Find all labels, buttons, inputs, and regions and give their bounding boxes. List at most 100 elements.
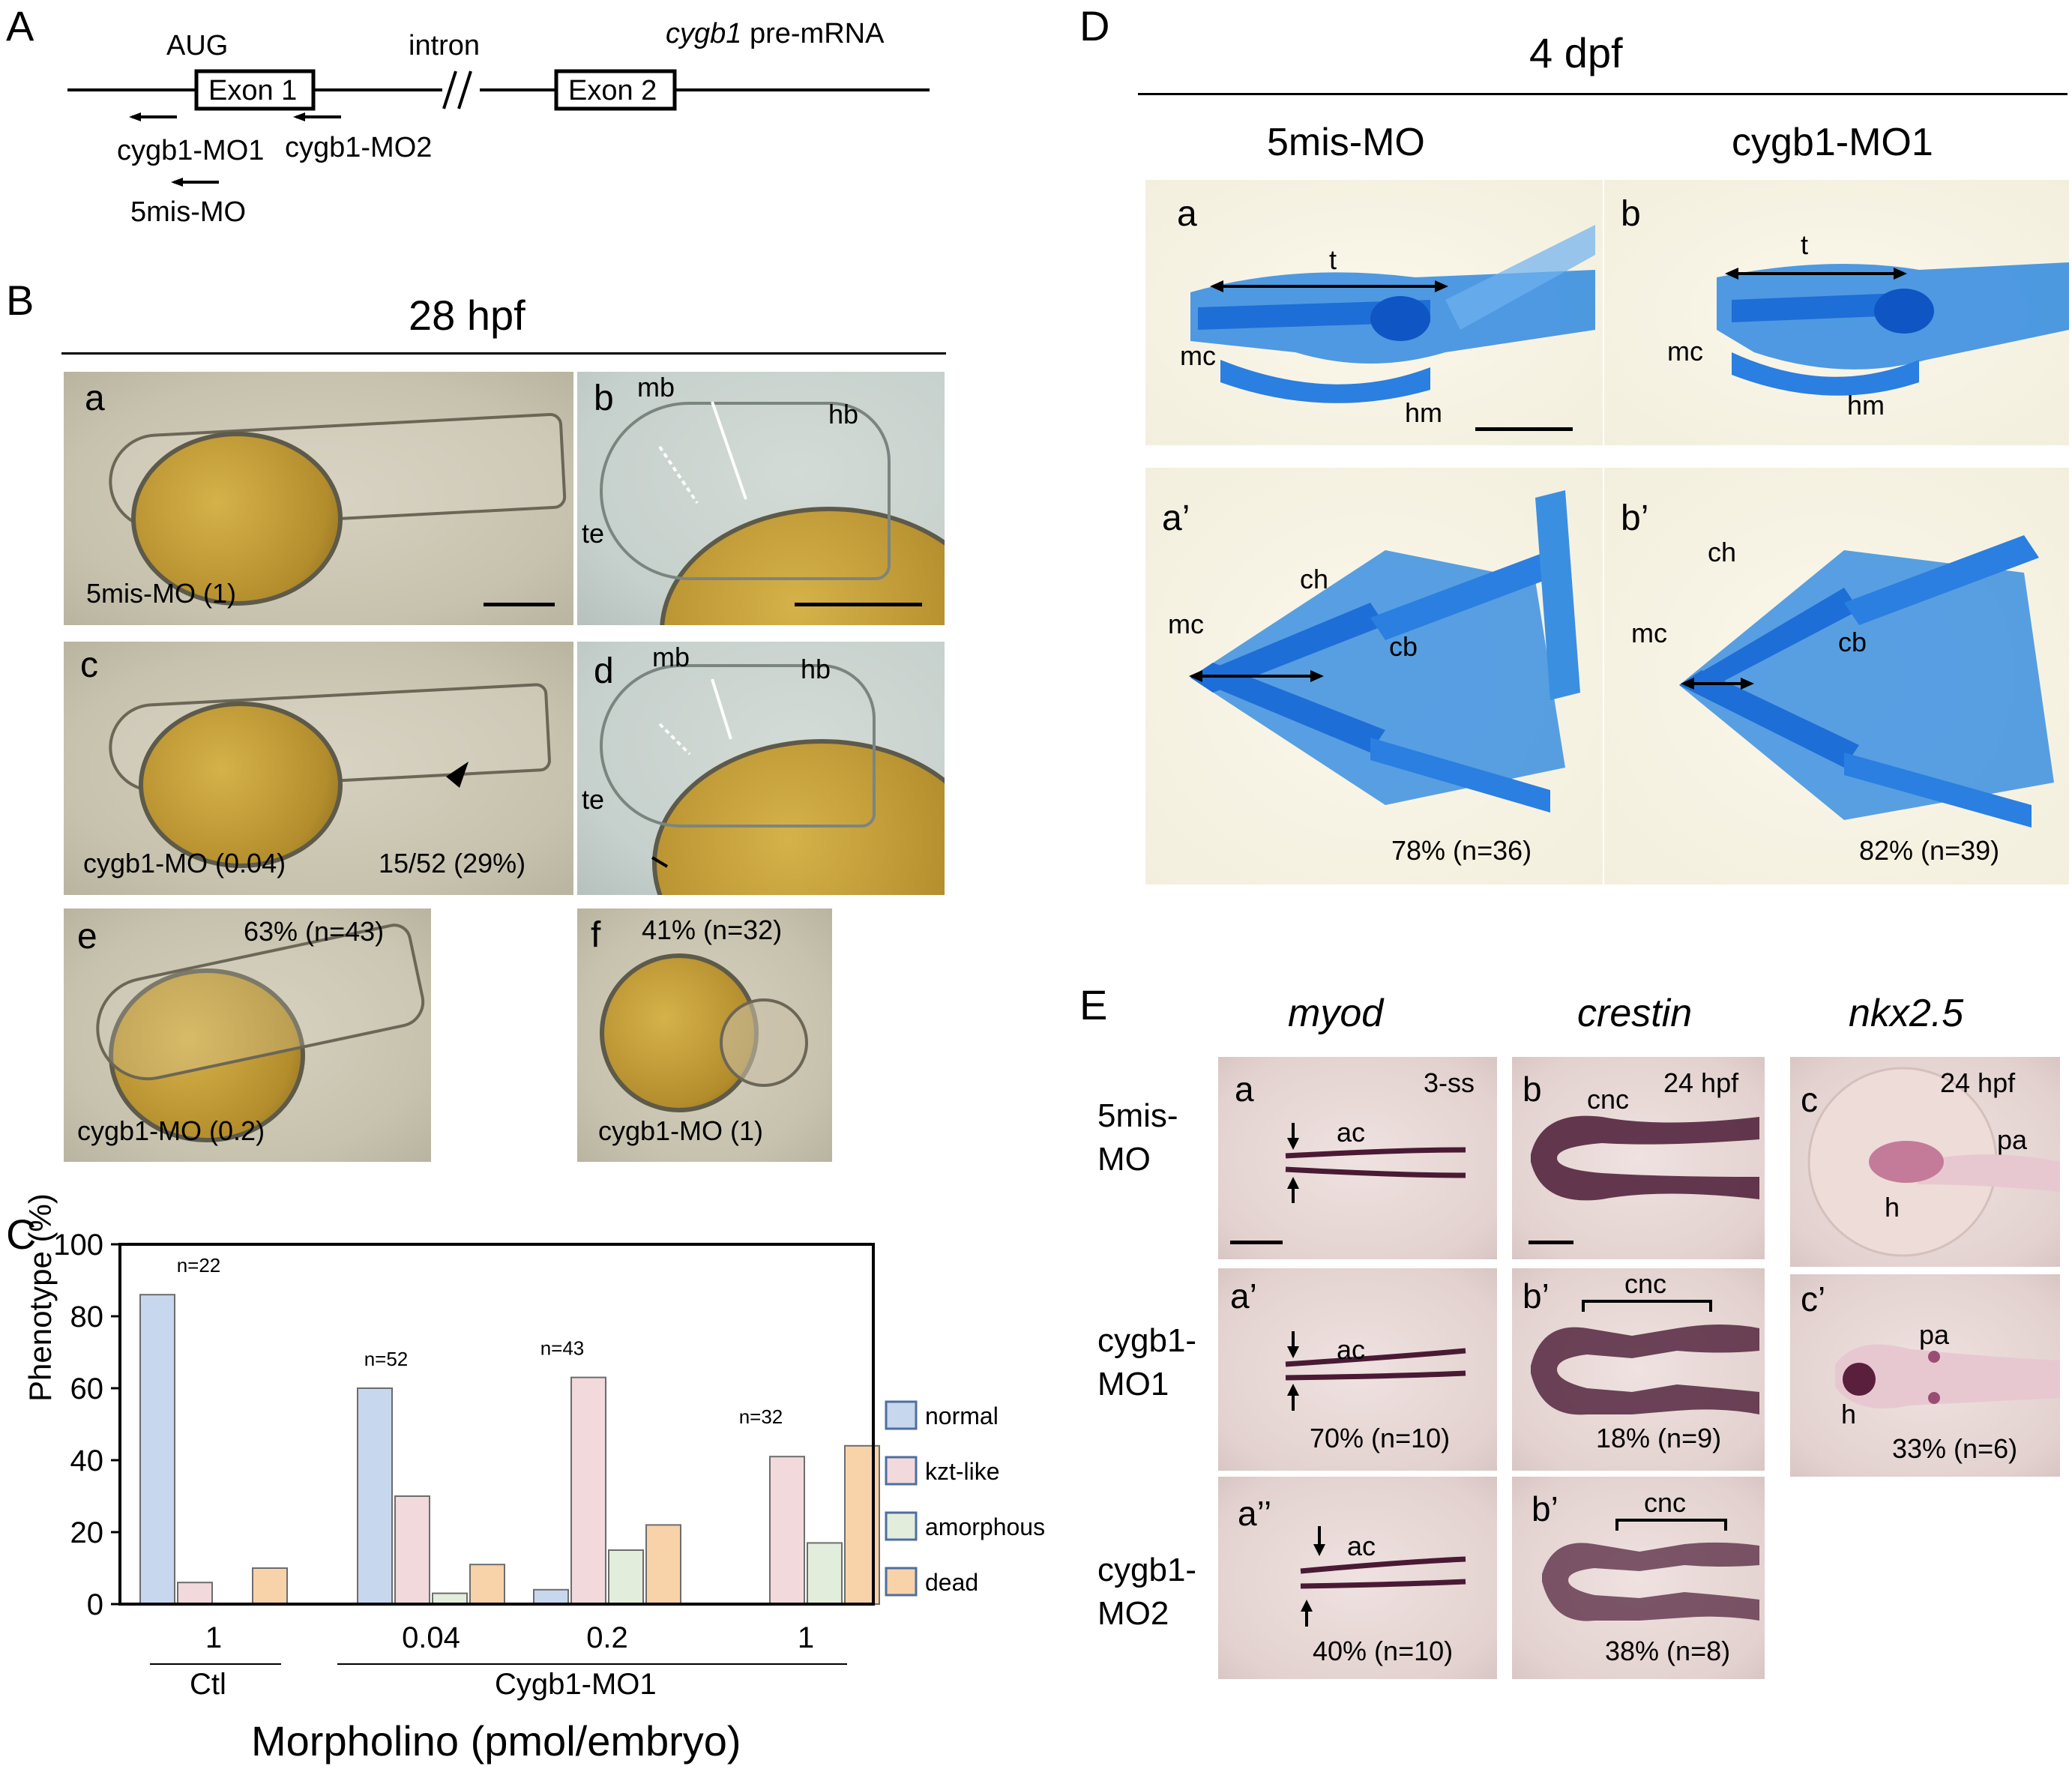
intron-break-1: [442, 70, 457, 109]
gene-diagram: [67, 69, 930, 187]
photo-b-e: e 63% (n=43) cygb1-MO (0.2): [64, 908, 431, 1162]
scale-bar: [795, 603, 922, 606]
pct-e-a3: 40% (n=10): [1313, 1636, 1454, 1666]
panel-d-rule: [1138, 93, 2068, 95]
row-mo1: cygb1- MO1: [1097, 1322, 1197, 1402]
row-mo2: cygb1- MO2: [1097, 1552, 1197, 1632]
panel-c-label: C: [6, 1211, 37, 1258]
gene-nkx: nkx2.5: [1849, 992, 1964, 1035]
caption-b-f: cygb1-MO (1): [598, 1115, 764, 1146]
photo-e-a2: a’ ac 70% (n=10): [1218, 1268, 1497, 1471]
row-5mis: 5mis- MO: [1097, 1097, 1178, 1178]
photo-e-c: c 24 hpf pa h: [1790, 1057, 2060, 1267]
bar-kzt-like-1: [394, 1495, 430, 1605]
col-mo1: cygb1-MO1: [1732, 121, 1933, 164]
pct-e-b3: 38% (n=8): [1605, 1636, 1731, 1666]
photo-e-b3: b’ cnc 38% (n=8): [1512, 1477, 1765, 1679]
x-tick-label: 1: [205, 1621, 222, 1654]
bar-kzt-like-2: [570, 1376, 606, 1605]
mo2-label: cygb1-MO2: [285, 132, 433, 163]
photo-e-c2: c’ pa h 33% (n=6): [1790, 1274, 2060, 1477]
gene-crestin: crestin: [1577, 992, 1693, 1035]
caption-b-c: cygb1-MO (0.04): [83, 848, 286, 879]
legend-swatch-dead: [885, 1567, 918, 1597]
pct-e-a2: 70% (n=10): [1310, 1423, 1451, 1453]
ratio-b-c: 15/52 (29%): [379, 848, 526, 879]
pct-b-f: 41% (n=32): [642, 914, 783, 945]
caption-b-e: cygb1-MO (0.2): [77, 1115, 265, 1146]
n-label: n=22: [177, 1254, 221, 1277]
legend-label-dead: dead: [925, 1569, 978, 1596]
n-label: n=32: [739, 1405, 783, 1428]
gene-title: cygb1 pre-mRNA: [666, 18, 885, 49]
x-tick-label: 0.04: [402, 1621, 460, 1654]
gene-myod: myod: [1288, 992, 1384, 1035]
photo-e-a: a 3-ss ac: [1218, 1057, 1497, 1259]
aug-label: AUG: [166, 30, 229, 61]
intron-label: intron: [409, 30, 481, 61]
bar-dead-1: [469, 1564, 505, 1606]
panel-a-label: A: [6, 2, 34, 49]
legend-swatch-amorphous: [885, 1511, 918, 1541]
pct-e-c2: 33% (n=6): [1892, 1433, 2018, 1464]
photo-d-a: a t mc hm: [1145, 180, 1603, 445]
photo-e-b: b cnc 24 hpf: [1512, 1057, 1765, 1259]
bar-kzt-like-3: [769, 1456, 805, 1606]
panel-d-title: 4 dpf: [1529, 29, 1623, 76]
pct-d-a2: 78% (n=36): [1391, 835, 1532, 866]
photo-d-b: b t mc hm: [1604, 180, 2069, 445]
bar-dead-2: [645, 1524, 681, 1605]
y-tick-label: 20: [70, 1516, 104, 1549]
bar-dead-0: [252, 1567, 288, 1605]
exon1-label: Exon 1: [208, 75, 298, 106]
panel-b-label: B: [6, 277, 34, 324]
bar-normal-2: [533, 1588, 569, 1605]
chart-xlabel: Morpholino (pmol/embryo): [251, 1717, 741, 1765]
photo-e-a3: a’’ ac 40% (n=10): [1218, 1477, 1497, 1679]
intron-break-2: [457, 70, 472, 109]
panel-e-label: E: [1079, 981, 1108, 1028]
chart-frame: [118, 1243, 875, 1606]
legend-swatch-kzt-like: [885, 1456, 918, 1486]
y-tick-label: 80: [70, 1301, 104, 1333]
y-tick-label: 100: [53, 1229, 103, 1262]
y-tick-label: 40: [70, 1444, 104, 1477]
photo-d-b2: b’ ch mc cb 82% (n=39): [1604, 468, 2069, 885]
photo-d-a2: a’ ch mc cb 78% (n=36): [1145, 468, 1603, 885]
mo1-label: cygb1-MO1: [117, 135, 265, 166]
scale-bar: [484, 603, 555, 606]
photo-e-b2: b’ cnc 18% (n=9): [1512, 1268, 1765, 1471]
mis-label: 5mis-MO: [130, 196, 247, 228]
bar-normal-1: [357, 1387, 393, 1605]
exon2-box: [554, 69, 677, 111]
group-ctl: Ctl: [190, 1668, 226, 1701]
legend-swatch-normal: [885, 1400, 918, 1430]
group-mo: Cygb1-MO1: [495, 1668, 657, 1701]
photo-b-d: d mb hb te: [577, 642, 945, 895]
legend-label-kzt-like: kzt-like: [925, 1458, 1000, 1485]
bar-amorphous-3: [807, 1542, 843, 1605]
panel-d-label: D: [1079, 2, 1110, 49]
legend-label-amorphous: amorphous: [925, 1513, 1045, 1540]
x-tick-label: 0.2: [586, 1621, 628, 1654]
y-tick-label: 60: [70, 1372, 104, 1405]
legend-label-normal: normal: [925, 1402, 999, 1429]
bar-normal-0: [139, 1294, 175, 1605]
photo-b-c: c cygb1-MO (0.04) 15/52 (29%): [64, 642, 573, 895]
caption-b-a: 5mis-MO (1): [86, 578, 236, 609]
bar-amorphous-1: [432, 1592, 468, 1605]
bar-kzt-like-0: [177, 1582, 213, 1606]
n-label: n=52: [364, 1348, 409, 1370]
pct-e-b2: 18% (n=9): [1596, 1423, 1722, 1453]
panel-b-rule: [61, 352, 946, 355]
chart-ylabel: Phenotype (%): [22, 1193, 58, 1402]
x-tick-label: 1: [798, 1621, 814, 1654]
pct-b-e: 63% (n=43): [244, 916, 385, 947]
col-5mis: 5mis-MO: [1267, 121, 1425, 164]
photo-b-b: b mb hb te: [577, 372, 945, 625]
exon2-label: Exon 2: [568, 75, 657, 106]
n-label: n=43: [540, 1337, 585, 1360]
panel-b-title: 28 hpf: [409, 292, 525, 339]
pct-d-b2: 82% (n=39): [1859, 835, 2000, 866]
